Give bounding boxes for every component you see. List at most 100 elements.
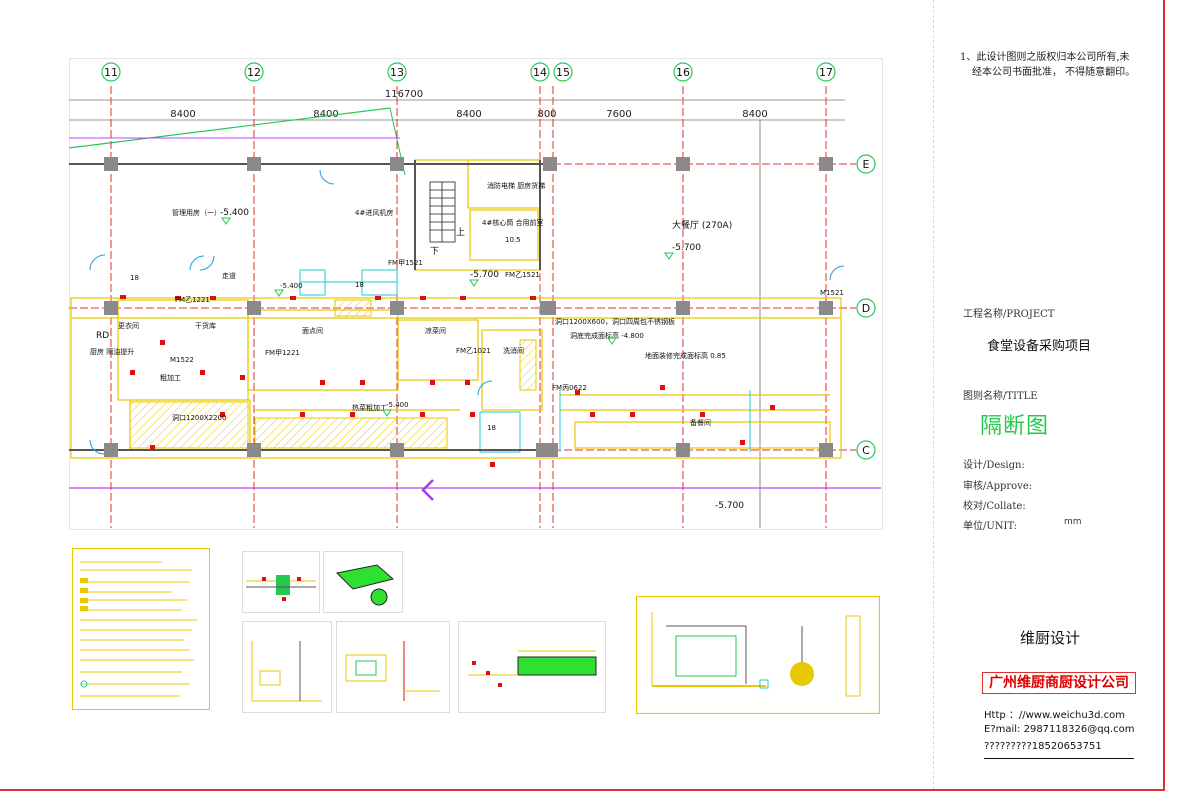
room-label: 热菜粗加工 [352, 403, 387, 412]
annotation: 洞口1200X2200 [172, 413, 226, 422]
email-link[interactable]: E?mail: 2987118326@qq.com [984, 724, 1135, 735]
grid-bubble: 17 [816, 62, 836, 82]
grid-bubble: 12 [244, 62, 264, 82]
room-labels: 管理用房（一） -5.400 4#进风机房 消防电梯 厨房货梯 4#核心筒 合用… [90, 181, 732, 427]
grid-bubble: 15 [553, 62, 573, 82]
grid-axis-labels-right: E D C [856, 154, 876, 460]
room-label: 洗消间 [503, 346, 524, 355]
grid-label: 15 [556, 66, 570, 79]
title-panel-divider [933, 0, 935, 789]
grid-bubble: 14 [530, 62, 550, 82]
annotation: FM乙1521 [505, 271, 540, 279]
annotation: 上 [456, 227, 465, 238]
note-line-2: 经本公司书面批准， 不得随意翻印。 [972, 67, 1136, 78]
grid-bubble: 16 [673, 62, 693, 82]
design-label: 设计/Design: [963, 460, 1025, 471]
room-level: -5.400 [386, 401, 409, 409]
room-level: -5.400 [280, 282, 303, 290]
title-label: 图则名称/TITLE [963, 391, 1038, 402]
detail-thumb-4 [336, 621, 450, 713]
company-full-name: 广州维厨商厨设计公司 [982, 672, 1136, 694]
bay-dimension: 8400 [170, 109, 195, 120]
room-label: 粗加工 [160, 373, 181, 382]
phone-number: ?????????18520653751 [984, 741, 1102, 752]
unit-value: mm [1064, 517, 1082, 527]
bay-dimension: 7600 [606, 109, 631, 120]
grid-label: 11 [104, 66, 118, 79]
sheet-border-bottom [0, 789, 1165, 791]
bay-dimensions: 8400 8400 8400 800 7600 8400 [170, 109, 767, 120]
grid-bubble: E [856, 154, 876, 174]
approve-label: 审核/Approve: [963, 481, 1033, 492]
room-label: 4#进风机房 [355, 208, 393, 217]
detail-section-sheet [636, 596, 880, 714]
room-level: -5.700 [672, 243, 701, 253]
room-label: 更衣间 [118, 321, 139, 330]
row-label: E [863, 158, 870, 171]
detail-thumb-1 [242, 551, 320, 613]
floor-plan-frame [69, 58, 883, 530]
annotation: FM丙0622 [552, 384, 587, 392]
bay-dimension: 8400 [742, 109, 767, 120]
grid-label: 17 [819, 66, 833, 79]
grid-label: 13 [390, 66, 404, 79]
annotation: 地面装修完成面标高 0.85 [645, 351, 726, 360]
company-short-name: 维厨设计 [1020, 629, 1081, 647]
bay-dimension: 8400 [456, 109, 481, 120]
website-link[interactable]: Http ：//www.weichu3d.com [984, 710, 1125, 721]
unit-label: 单位/UNIT: [963, 521, 1018, 532]
grid-label: 16 [676, 66, 690, 79]
grid-label: 14 [533, 66, 547, 79]
annotation: -5.700 [715, 501, 744, 511]
detail-thumb-5 [458, 621, 606, 713]
annotation: 18 [130, 274, 139, 282]
room-label: 备餐间 [690, 418, 711, 427]
room-level: 10.5 [505, 236, 521, 244]
annotation: 18 [487, 424, 496, 432]
annotation: FM乙1221 [175, 296, 210, 304]
floor-plan: 116700 8400 8400 8400 800 7600 8400 [68, 62, 881, 528]
room-label: 走道 [222, 271, 236, 280]
annotation: FM甲1521 [388, 259, 423, 267]
copyright-note: 1、此设计图则之版权归本公司所有,未 经本公司书面批准， 不得随意翻印。 [960, 50, 1150, 80]
grid-bubble: 13 [387, 62, 407, 82]
columns [104, 157, 833, 457]
project-name: 食堂设备采购项目 [987, 339, 1092, 354]
annotation: FM甲1221 [265, 349, 300, 357]
note-line-1: 1、此设计图则之版权归本公司所有,未 [960, 52, 1130, 63]
drawing-title: 隔断图 [980, 414, 1050, 439]
room-level: -5.400 [220, 208, 249, 218]
chevron-left-icon[interactable] [418, 477, 438, 503]
annotation: FM乙1021 [456, 347, 491, 355]
contact-rule [984, 758, 1134, 759]
room-label: 干货库 [195, 321, 216, 330]
bay-dimension: 8400 [313, 109, 338, 120]
sheet-border-right [1163, 0, 1165, 791]
project-label: 工程名称/PROJECT [963, 309, 1055, 320]
room-label: 凉菜间 [425, 326, 446, 335]
plan-annotations: 洞口1200X600，洞口四周包不锈钢板 洞底完成面标高 -4.800 地面装修… [130, 227, 844, 511]
room-label: 管理用房（一） [172, 208, 221, 217]
annotation: M1522 [170, 356, 194, 364]
grid-bubble: D [856, 298, 876, 318]
bay-dimension: 800 [537, 109, 556, 120]
room-label: 厨房 隔油提升 [90, 347, 134, 356]
room-label: 大餐厅 (270A) [672, 219, 732, 231]
room-label: 消防电梯 厨房货梯 [487, 181, 545, 190]
detail-thumb-2 [323, 551, 403, 613]
grid-axis-labels-top: 11 12 13 14 15 16 17 [101, 62, 836, 82]
annotation: 洞底完成面标高 -4.800 [570, 331, 644, 340]
room-label: 面点间 [302, 327, 323, 335]
annotation: M1521 [820, 289, 844, 297]
detail-thumb-3 [242, 621, 332, 713]
annotation: 下 [430, 247, 439, 257]
room-label: 4#核心筒 合用前室 [482, 218, 544, 227]
annotation: 洞口1200X600，洞口四周包不锈钢板 [555, 317, 675, 326]
row-label: C [862, 444, 870, 457]
room-label: RD [96, 331, 109, 341]
total-dimension: 116700 [385, 89, 423, 100]
grid-label: 12 [247, 66, 261, 79]
legend-sheet [72, 548, 210, 710]
row-label: D [862, 302, 870, 315]
grid-bubble: C [856, 440, 876, 460]
